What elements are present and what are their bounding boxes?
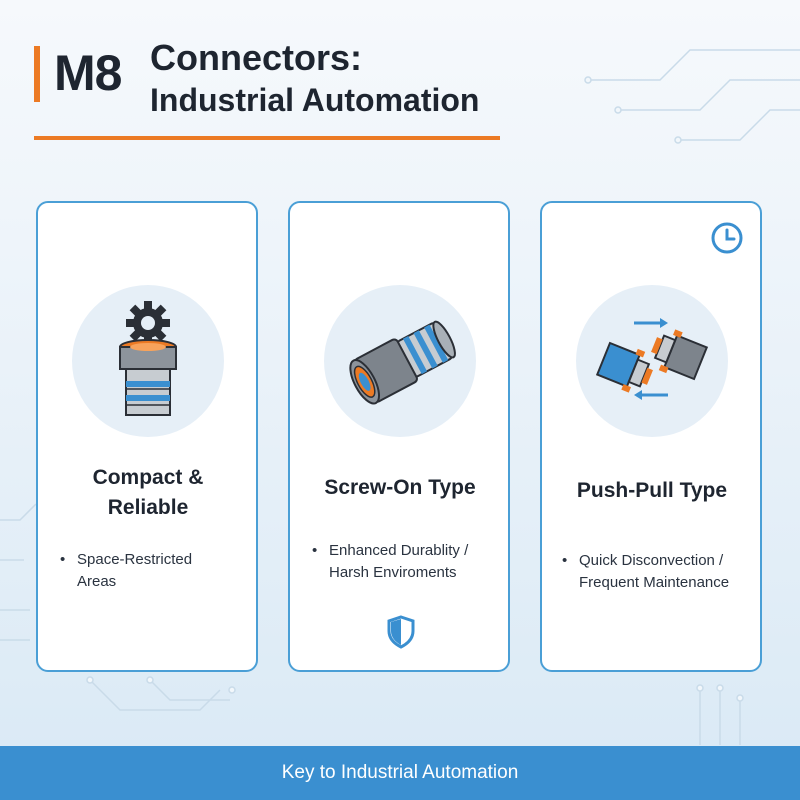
title-line-1: Connectors: <box>150 37 363 78</box>
footer-text: Key to Industrial Automation <box>281 762 519 783</box>
shield-icon <box>387 615 415 649</box>
screw-connector-icon <box>349 320 456 405</box>
card-push-pull-type: Push-Pull Type • Quick Disconvection / F… <box>540 201 762 672</box>
title-line-2: Industrial Automation <box>150 82 480 118</box>
card-bullet: • Enhanced Durablity / Harsh Enviroments <box>312 542 469 581</box>
page-header: M8 Connectors: Industrial Automation <box>34 38 774 148</box>
card-compact-reliable: Compact & Reliable • Space-Restricted Ar… <box>36 201 258 672</box>
push-pull-connector-icon <box>595 318 709 400</box>
title-accent-bar <box>34 46 40 102</box>
card-bullet: • Space-Restricted Areas <box>60 551 193 590</box>
clock-icon <box>711 222 743 254</box>
icon-backdrop <box>324 285 476 437</box>
icon-backdrop <box>576 285 728 437</box>
title-prefix: M8 <box>54 45 122 101</box>
title-underline <box>34 136 500 140</box>
card-title: Compact & Reliable <box>92 466 204 519</box>
card-screw-on-type: Screw-On Type • Enhanced Durablity / Har… <box>288 201 510 672</box>
footer-banner: Key to Industrial Automation <box>0 746 800 800</box>
gear-connector-icon <box>119 301 177 416</box>
card-title: Push-Pull Type <box>576 479 728 502</box>
icon-backdrop <box>72 285 224 437</box>
card-bullet: • Quick Disconvection / Frequent Mainten… <box>562 552 730 591</box>
card-title: Screw-On Type <box>324 476 476 499</box>
